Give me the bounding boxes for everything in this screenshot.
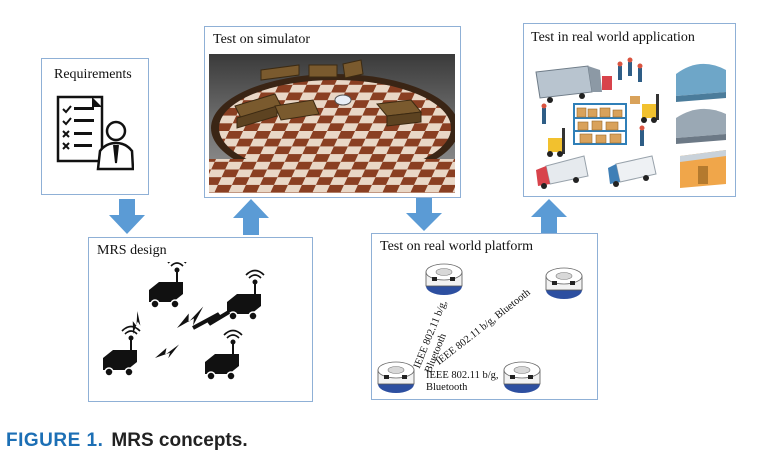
robot-network-drawing [102,262,265,381]
real-app-box: Test in real world application [523,23,736,197]
mobile-robot-icon [425,263,463,296]
arrow-down-simulator-to-platform [406,198,442,231]
figure-number: FIGURE 1. [6,430,104,451]
forklift-icon [547,94,659,157]
robot-antenna-icon [148,262,187,309]
link-label-bottom-line1: IEEE 802.11 b/g, [426,370,499,381]
figure-caption: FIGURE 1. MRS concepts. [6,430,248,452]
requirements-box: Requirements [41,58,149,195]
warehouse-scene-image [535,57,726,189]
arrow-down-requirements-to-design [109,199,145,234]
link-label-bottom-line2: Bluetooth [426,382,468,393]
mobile-robot-icon [377,361,415,394]
requirements-title: Requirements [54,67,132,82]
real-platform-title: Test on real world platform [380,239,533,254]
robot-antenna-icon [204,329,243,381]
link-label-bottom: IEEE 802.11 b/g, Bluetooth [426,370,499,394]
lightning-icon [126,306,209,361]
robot-antenna-icon [102,325,141,377]
mrs-design-box: MRS design [88,237,313,402]
real-app-title: Test in real world application [531,30,695,45]
arrow-up-design-to-simulator [233,199,269,235]
mobile-robot-icon [545,267,583,300]
simulator-scene-image [209,54,455,193]
arrow-up-platform-to-application [531,199,567,233]
simulator-box: Test on simulator [204,26,461,198]
real-platform-box: Test on real world platform IEEE 802.11 … [371,233,598,400]
warehouse-icon [676,63,726,102]
mrs-design-title: MRS design [97,243,167,258]
robot-antenna-icon [226,269,265,321]
checklist-person-icon [56,95,134,171]
truck-icon [535,65,612,103]
simulator-title: Test on simulator [213,32,311,47]
figure-caption-text: MRS concepts. [111,430,248,451]
mobile-robot-icon [503,361,541,394]
